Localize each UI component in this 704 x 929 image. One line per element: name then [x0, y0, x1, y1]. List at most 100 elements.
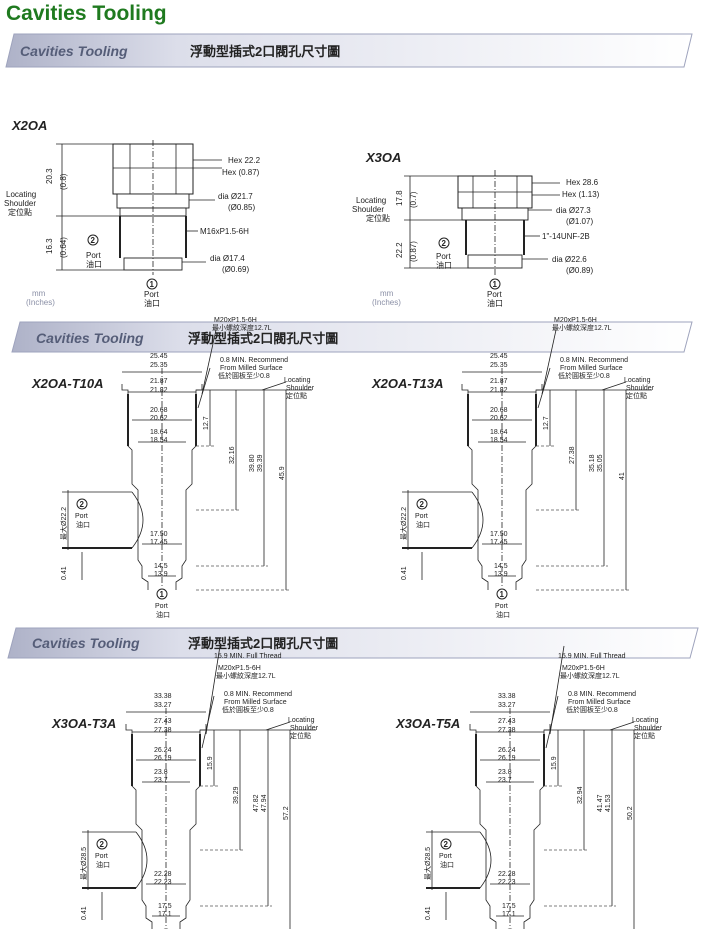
cavity-milled-1: 0.8 MIN. Recommend: [220, 357, 288, 364]
x3oa-thread: 1"-14UNF-2B: [542, 232, 590, 241]
cavity-w2a: 21.87: [490, 378, 508, 385]
cavity-w3b: 20.62: [150, 415, 168, 422]
cavity-w3a: 26.24: [154, 747, 172, 754]
cavity-w1a: 25.45: [150, 353, 168, 360]
cavity-w6a: 17.5: [502, 903, 516, 910]
x2oa-locating-zh: 定位點: [8, 207, 32, 217]
cavity-d3b: 47.94: [261, 794, 268, 812]
cavity-d2: 27.38: [569, 446, 576, 464]
x3oa-hex-in: Hex (1.13): [562, 190, 600, 199]
cavity-w6a: 14.5: [154, 563, 168, 570]
cavity-w4a: 18.64: [150, 429, 168, 436]
cavity-w2b: 27.38: [498, 727, 516, 734]
x2oa-title: X2OA: [11, 118, 47, 133]
cavity-title: X2OA-T10A: [31, 376, 104, 391]
x2oa-dia2-in: (Ø0.69): [222, 265, 249, 274]
cavity-loc-2: Shoulder: [634, 725, 663, 732]
cavity-loc-zh: 定位點: [286, 391, 307, 400]
cavity-loc-1: Locating: [624, 377, 651, 384]
cavity-w1b: 25.35: [150, 362, 168, 369]
cavity-w2a: 21.87: [150, 378, 168, 385]
x2oa-dia2: dia Ø17.4: [210, 254, 245, 263]
cavity-w2b: 21.82: [490, 387, 508, 394]
cavity-w5b: 22.23: [154, 879, 172, 886]
cavity-d2: 39.29: [233, 786, 240, 804]
cavity-w4a: 23.8: [154, 769, 168, 776]
x3oa-unit-mm: mm: [380, 289, 394, 298]
x3oa-locating: Locating: [356, 196, 386, 205]
cavity-w6a: 14.5: [494, 563, 508, 570]
cavity-w2a: 27.43: [498, 718, 516, 725]
x3oa-lower: 22.2: [395, 242, 404, 258]
x3oa-dia2: dia Ø22.6: [552, 255, 587, 264]
x3oa-port2-zh: 油口: [436, 260, 452, 270]
cavity-d3a: 47.82: [253, 794, 260, 812]
x2oa-unit-mm: mm: [32, 289, 46, 298]
cavity-w1b: 33.27: [154, 702, 172, 709]
cavity-w5b: 17.45: [490, 539, 508, 546]
x3oa-lower-in: (0.87): [409, 241, 418, 262]
x2oa-hex: Hex 22.2: [228, 156, 261, 165]
cavity-w2b: 27.38: [154, 727, 172, 734]
cavity-thread: M20xP1.5-6H: [554, 317, 597, 324]
cavity-loc-2: Shoulder: [290, 725, 319, 732]
cavity-port2-zh: 油口: [440, 860, 454, 869]
cavity-w3b: 26.19: [498, 755, 516, 762]
cavity-thread-zh: 最小螺紋深度12.7L: [552, 323, 612, 332]
banner-1-en: Cavities Tooling: [20, 43, 128, 59]
cavity-side-dim: 最大Ø22.2: [399, 507, 408, 540]
cavity-w5a: 22.28: [498, 871, 516, 878]
cavity-side-small: 0.41: [81, 906, 88, 920]
cavity-w4b: 23.7: [498, 777, 512, 784]
cavity-w2b: 21.82: [150, 387, 168, 394]
cavity-d2: 32.16: [229, 446, 236, 464]
cavity-port2: Port: [95, 853, 108, 860]
x3oa-dia1-in: (Ø1.07): [566, 217, 593, 226]
cavity-side-dim: 最大Ø22.2: [59, 507, 68, 540]
cavity-port2: Port: [439, 853, 452, 860]
x3oa-dia2-in: (Ø0.89): [566, 266, 593, 275]
cavity-thread-zh: 最小螺紋深度12.7L: [560, 671, 620, 680]
cavity-title: X3OA-T5A: [395, 716, 460, 731]
cavity-w6b: 13.9: [494, 571, 508, 578]
cavity-thread-note: 15.9 MIN. Full Thread: [214, 653, 282, 660]
cavity-w3a: 26.24: [498, 747, 516, 754]
x2oa-hex-in: Hex (0.87): [222, 168, 260, 177]
x2oa-upper-in: (0.8): [59, 173, 68, 190]
cavity-milled-zh: 低於圓板至少0.8: [558, 371, 610, 380]
x2oa-port2-num: 2: [91, 236, 96, 245]
cavity-milled-2: From Milled Surface: [224, 699, 287, 706]
x2oa-port1-zh: 油口: [144, 298, 160, 308]
x2oa-dia1-in: (Ø0.85): [228, 203, 255, 212]
cavity-w4a: 23.8: [498, 769, 512, 776]
cavity-milled-2: From Milled Surface: [220, 365, 283, 372]
cavity-port2-zh: 油口: [416, 520, 430, 529]
page-title: Cavities Tooling: [6, 2, 167, 25]
cavity-w6b: 17.1: [158, 911, 172, 918]
cavity-w1a: 25.45: [490, 353, 508, 360]
cavity-w4a: 18.64: [490, 429, 508, 436]
x2oa-lower-in: (0.64): [59, 237, 68, 258]
banner-2-en: Cavities Tooling: [36, 330, 144, 346]
x2oa-locating: Locating: [6, 190, 36, 199]
cavity-w3b: 20.62: [490, 415, 508, 422]
x2oa-upper: 20.3: [45, 168, 54, 184]
cavity-w6b: 17.1: [502, 911, 516, 918]
cavity-milled-zh: 低於圓板至少0.8: [566, 705, 618, 714]
x3oa-hex: Hex 28.6: [566, 178, 599, 187]
x3oa-unit-in: (Inches): [372, 298, 401, 307]
banner-2: Cavities Tooling 浮動型插式2口閥孔尺寸圖: [11, 321, 693, 353]
cavity-w1b: 25.35: [490, 362, 508, 369]
cavity-milled-1: 0.8 MIN. Recommend: [560, 357, 628, 364]
cavity-d3b: 41.53: [605, 794, 612, 812]
cavity-title: X3OA-T3A: [51, 716, 116, 731]
cavity-w1a: 33.38: [498, 693, 516, 700]
cavity-w6b: 13.9: [154, 571, 168, 578]
cavity-d1: 15.9: [551, 756, 558, 770]
cavity-milled-1: 0.8 MIN. Recommend: [224, 691, 292, 698]
